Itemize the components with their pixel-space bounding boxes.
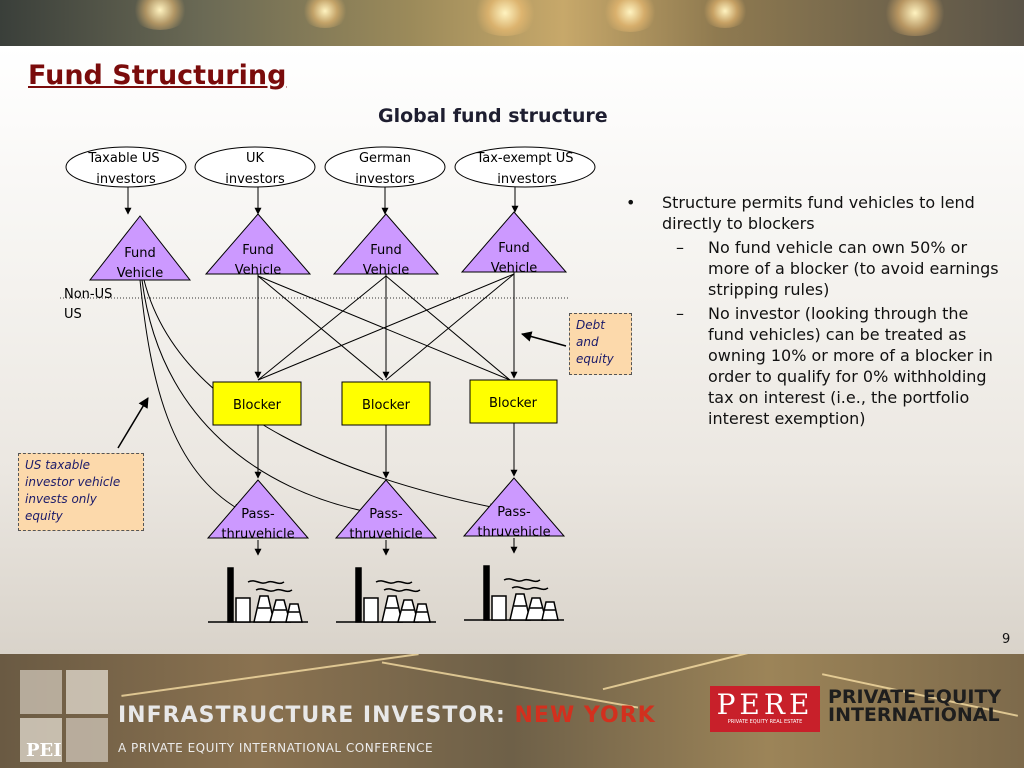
debt-equity-note: Debt and equity xyxy=(569,313,632,375)
blocker-3: Blocker xyxy=(469,379,558,424)
pass-thru-vehicle-1: Pass- thruvehicle xyxy=(206,479,310,542)
conference-subtitle: A PRIVATE EQUITY INTERNATIONAL CONFERENC… xyxy=(118,741,434,755)
svg-text:thruvehicle: thruvehicle xyxy=(477,525,550,540)
footer-photo-banner xyxy=(0,654,1024,768)
page-number: 9 xyxy=(1002,632,1011,647)
diagram-subtitle: Global fund structure xyxy=(378,105,608,127)
investor-node-uk: UK investors xyxy=(194,146,316,188)
svg-text:UK: UK xyxy=(246,151,265,166)
svg-text:Vehicle: Vehicle xyxy=(363,263,410,278)
investor-node-taxable-us: Taxable US investors xyxy=(65,146,187,188)
conference-title: INFRASTRUCTURE INVESTOR: NEW YORK xyxy=(118,703,656,728)
investor-node-german: German investors xyxy=(324,146,446,188)
bullet-item: • Structure permits fund vehicles to len… xyxy=(626,193,975,233)
svg-text:investors: investors xyxy=(96,172,156,187)
svg-text:Pass-: Pass- xyxy=(241,507,275,522)
divider-label-non-us: Non-US xyxy=(64,287,112,302)
pass-thru-vehicle-3: Pass- thruvehicle xyxy=(462,477,566,540)
svg-text:Fund: Fund xyxy=(498,241,530,256)
investor-node-tax-exempt-us: Tax-exempt US investors xyxy=(454,146,596,188)
bullet-list: • Structure permits fund vehicles to len… xyxy=(622,192,1007,429)
pass-thru-vehicle-2: Pass- thruvehicle xyxy=(334,479,438,542)
factory-icon xyxy=(208,567,308,623)
svg-text:investors: investors xyxy=(355,172,415,187)
fund-vehicle-3: Fund Vehicle xyxy=(332,213,440,278)
svg-text:Fund: Fund xyxy=(124,246,156,261)
svg-text:investors: investors xyxy=(225,172,285,187)
divider-label-us: US xyxy=(64,307,82,322)
header-photo-banner xyxy=(0,0,1024,46)
vehicle-blocker-links xyxy=(139,272,518,515)
svg-text:Taxable US: Taxable US xyxy=(87,151,159,166)
fund-vehicle-4: Fund Vehicle xyxy=(460,211,568,276)
svg-text:Tax-exempt US: Tax-exempt US xyxy=(475,151,573,166)
svg-text:German: German xyxy=(359,151,411,166)
page-title: Fund Structuring xyxy=(28,60,287,91)
sub-bullet-item: – No investor (looking through the fund … xyxy=(676,304,993,428)
pere-logo: PERE PRIVATE EQUITY REAL ESTATE xyxy=(710,686,820,732)
svg-text:Pass-: Pass- xyxy=(497,505,531,520)
svg-text:Fund: Fund xyxy=(242,243,274,258)
sub-bullet-item: – No fund vehicle can own 50% or more of… xyxy=(676,238,999,299)
svg-text:Blocker: Blocker xyxy=(233,398,282,413)
svg-text:Vehicle: Vehicle xyxy=(491,261,538,276)
svg-text:Blocker: Blocker xyxy=(362,398,411,413)
pei-wordmark: PRIVATE EQUITY INTERNATIONAL xyxy=(828,686,1002,726)
pei-logo: PEI xyxy=(20,670,108,762)
svg-text:thruvehicle: thruvehicle xyxy=(349,527,422,542)
svg-text:Vehicle: Vehicle xyxy=(117,266,164,281)
us-taxable-note: US taxable investor vehicle invests only… xyxy=(18,453,144,531)
factory-icon xyxy=(464,565,564,621)
fund-vehicle-2: Fund Vehicle xyxy=(204,213,312,278)
factory-icon xyxy=(336,567,436,623)
fund-vehicle-1: Fund Vehicle xyxy=(88,215,192,281)
us-taxable-callout-arrow xyxy=(117,397,149,449)
svg-text:Blocker: Blocker xyxy=(489,396,538,411)
blocker-2: Blocker xyxy=(341,381,431,426)
svg-text:investors: investors xyxy=(497,172,557,187)
svg-text:Fund: Fund xyxy=(370,243,402,258)
svg-text:thruvehicle: thruvehicle xyxy=(221,527,294,542)
svg-text:Pass-: Pass- xyxy=(369,507,403,522)
svg-text:PEI: PEI xyxy=(26,740,62,761)
svg-text:Vehicle: Vehicle xyxy=(235,263,282,278)
blocker-1: Blocker xyxy=(212,381,302,426)
debt-callout-arrow xyxy=(520,331,567,347)
